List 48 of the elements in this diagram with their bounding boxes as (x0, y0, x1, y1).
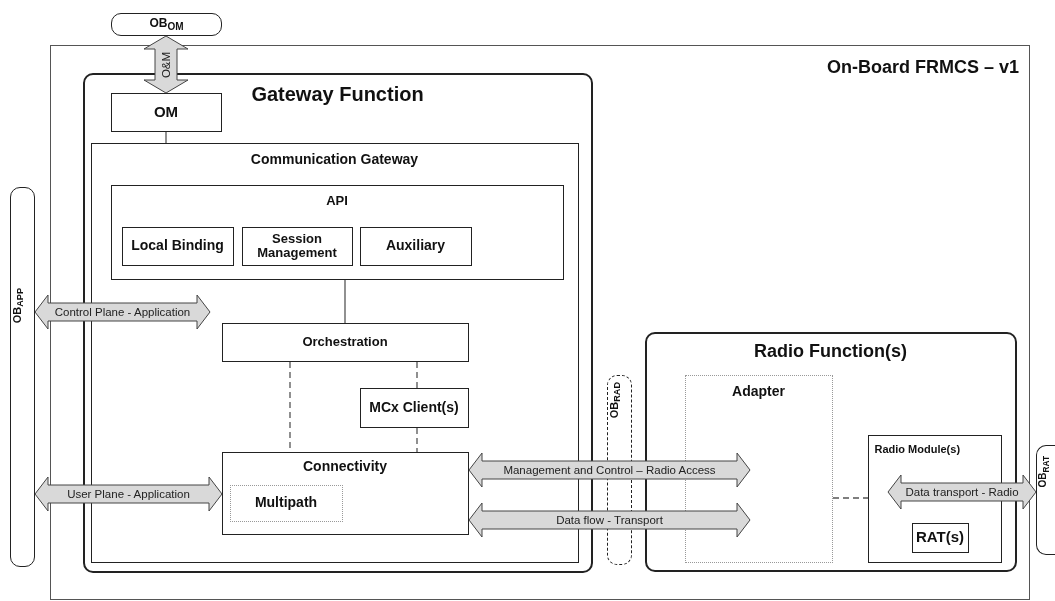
node-label: Radio Function(s) (754, 341, 907, 361)
component-box (241, 226, 353, 266)
node-label: Multipath (254, 495, 318, 511)
connector-line (344, 279, 346, 324)
interface-pill (1036, 445, 1055, 555)
node-label: On-Board FRMCS – v1 (826, 57, 1019, 77)
node-label: MCx Client(s) (369, 399, 459, 416)
interface-pill (10, 187, 35, 567)
edge-label: User Plane - Application (67, 488, 190, 500)
node-label: Session Management (256, 231, 338, 261)
node-label: Adapter (732, 382, 785, 399)
component-box (110, 92, 222, 132)
block-arrow (468, 502, 751, 538)
component-box (221, 322, 469, 362)
system-frame (50, 45, 1030, 600)
node-label: OB$_{OM}$ (149, 16, 184, 33)
edge-label: Data flow - Transport (556, 514, 663, 526)
edge-label: Management and Control – Radio Access (503, 464, 716, 476)
node-label: RAT(s) (915, 529, 964, 546)
connector-line (165, 131, 167, 144)
dashed-component-box (229, 484, 343, 522)
dashed-connector (416, 361, 418, 389)
block-arrow (143, 35, 189, 94)
node-label: Auxiliary (385, 238, 446, 254)
interface-pill (111, 13, 222, 36)
dashed-connector (416, 427, 418, 453)
node-label: OM (153, 103, 179, 121)
edge-label: O&M (160, 51, 172, 78)
edge-label: Control Plane - Application (54, 306, 191, 318)
block-arrow (887, 474, 1037, 510)
dashed-connector (832, 497, 869, 499)
edge-label: Data transport - Radio (905, 486, 1019, 498)
component-box (359, 226, 472, 266)
component-box (911, 522, 969, 553)
node-label: Orchestration (302, 334, 388, 350)
component-box (121, 226, 234, 266)
node-label: Connectivity (303, 457, 387, 474)
node-label: Radio Module(s) (874, 442, 961, 455)
node-label: Local Binding (131, 238, 224, 254)
node-label: API (326, 192, 348, 208)
component-box (359, 387, 469, 428)
node-label: Communication Gateway (250, 150, 419, 167)
block-arrow (34, 476, 223, 512)
component-box (110, 184, 564, 280)
block-arrow (34, 294, 211, 330)
block-arrow (468, 452, 751, 488)
component-box (221, 451, 469, 535)
node-label: Gateway Function (251, 83, 424, 105)
